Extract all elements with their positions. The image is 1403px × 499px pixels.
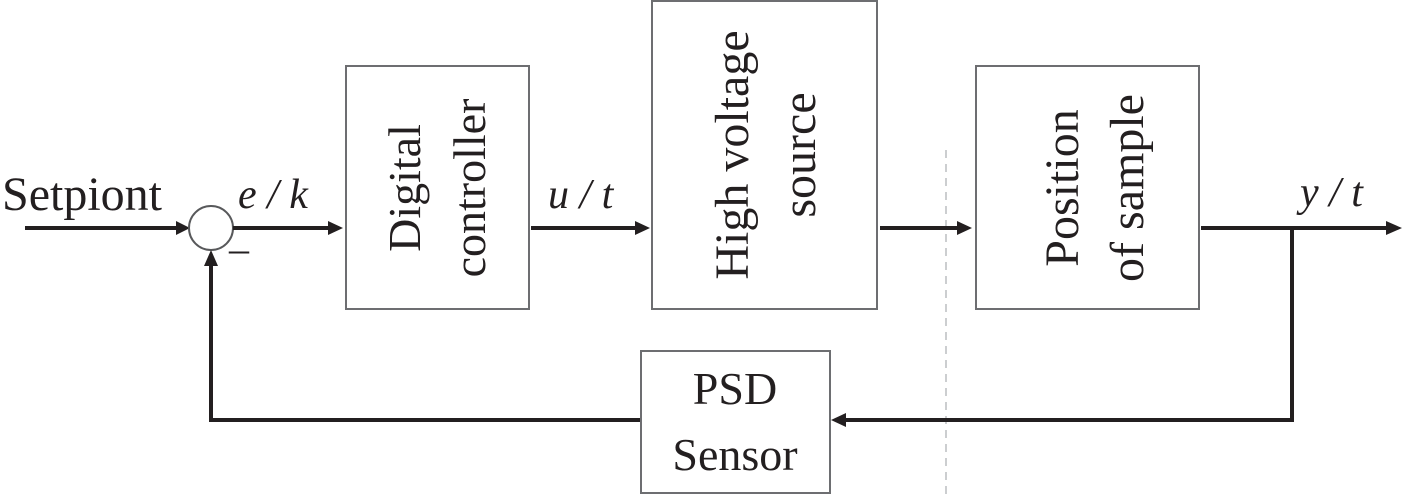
plant-label-line1: Position xyxy=(1036,109,1089,266)
control-signal-label: u / t xyxy=(548,172,615,218)
high-voltage-source-block xyxy=(651,0,878,310)
control-arrowhead xyxy=(635,221,650,235)
output-signal-label: y / t xyxy=(1296,170,1364,216)
hv-source-label-line1: High voltage xyxy=(706,30,759,279)
output-arrowhead xyxy=(1386,221,1402,235)
feedback-line-right xyxy=(838,228,1294,422)
feedback-minus-sign: – xyxy=(228,226,250,271)
feedback-line-left xyxy=(209,262,640,422)
psd-sensor-block xyxy=(640,350,831,494)
feedback-arrowhead xyxy=(204,250,218,266)
controller-label-line1: Digital xyxy=(379,124,430,252)
sensor-label-line2: Sensor xyxy=(672,429,797,480)
voltage-arrowhead xyxy=(957,221,972,235)
sensor-input-arrowhead xyxy=(831,413,846,427)
hv-source-label-line2: source xyxy=(773,92,826,217)
sensor-label-line1: PSD xyxy=(693,363,777,414)
plant-label-line2: of sample xyxy=(1101,94,1154,282)
error-signal-label: e / k xyxy=(238,172,309,218)
setpoint-label: Setpiont xyxy=(2,168,163,221)
digital-controller-block xyxy=(345,65,530,310)
controller-label-line2: controller xyxy=(444,99,495,278)
summing-junction xyxy=(188,205,234,251)
error-arrowhead xyxy=(328,221,343,235)
position-of-sample-block xyxy=(975,65,1200,310)
input-arrowhead xyxy=(176,221,190,235)
